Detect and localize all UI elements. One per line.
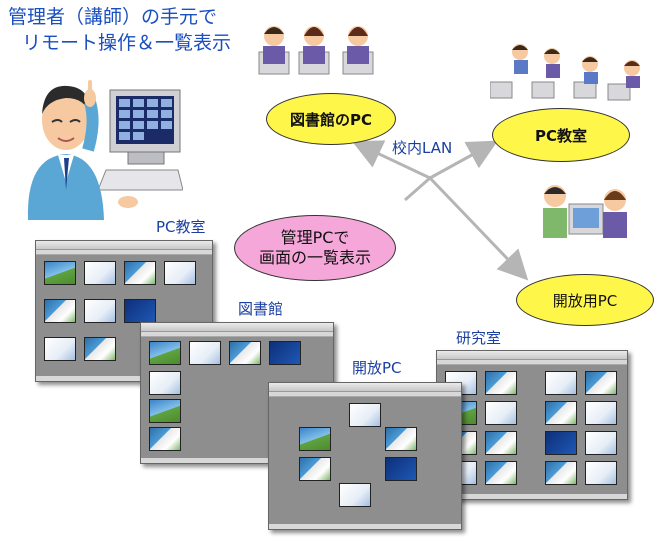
screen-thumbnail[interactable] xyxy=(485,431,517,455)
screen-thumbnail[interactable] xyxy=(84,337,116,361)
screen-thumbnail[interactable] xyxy=(149,399,181,423)
screen-thumbnail[interactable] xyxy=(485,401,517,425)
window-label-open-pc: 開放PC xyxy=(352,359,402,377)
screen-thumbnail[interactable] xyxy=(299,427,331,451)
screen-thumbnail[interactable] xyxy=(485,371,517,395)
screen-thumbnail[interactable] xyxy=(349,403,381,427)
screen-thumbnail[interactable] xyxy=(299,457,331,481)
admin-pc-line-2: 画面の一覧表示 xyxy=(258,248,371,267)
open-pc-screen-window xyxy=(268,382,462,530)
screen-thumbnail[interactable] xyxy=(585,371,617,395)
screen-thumbnail[interactable] xyxy=(485,461,517,485)
pc-room-label: PC教室 xyxy=(534,126,587,145)
arrow-trunk xyxy=(404,176,431,202)
admin-illustration xyxy=(27,80,183,220)
lab-screen-window xyxy=(436,350,628,500)
arrow-to-open-pc xyxy=(428,176,529,281)
library-pc-node: 図書館のPC xyxy=(266,93,396,145)
library-pc-label: 図書館のPC xyxy=(289,110,372,129)
screen-thumbnail[interactable] xyxy=(149,427,181,451)
title-line-2: リモート操作＆一覧表示 xyxy=(22,32,232,54)
screen-thumbnail[interactable] xyxy=(189,341,221,365)
open-pc-label: 開放用PC xyxy=(552,291,618,310)
screen-thumbnail[interactable] xyxy=(149,371,181,395)
window-label-lab: 研究室 xyxy=(456,329,502,347)
open-pc-node: 開放用PC xyxy=(516,274,654,326)
admin-pc-line-1: 管理PCで xyxy=(280,228,350,247)
screen-thumbnail[interactable] xyxy=(545,371,577,395)
screen-thumbnail[interactable] xyxy=(84,299,116,323)
admin-pc-node: 管理PCで 画面の一覧表示 xyxy=(234,215,396,281)
screen-thumbnail[interactable] xyxy=(44,299,76,323)
pc-room-users-illustration xyxy=(490,44,640,101)
screen-thumbnail[interactable] xyxy=(124,299,156,323)
screen-thumbnail[interactable] xyxy=(149,341,181,365)
open-pc-users-illustration xyxy=(543,185,627,238)
page-title: 管理者（講師）の手元で リモート操作＆一覧表示 xyxy=(8,4,231,56)
screen-thumbnail[interactable] xyxy=(385,457,417,481)
screen-thumbnail[interactable] xyxy=(229,341,261,365)
library-users-illustration xyxy=(258,26,374,75)
screen-thumbnail[interactable] xyxy=(545,431,577,455)
title-line-1: 管理者（講師）の手元で xyxy=(8,6,218,28)
screen-thumbnail[interactable] xyxy=(44,261,76,285)
arrow-to-pc-room xyxy=(429,140,498,180)
pc-room-node: PC教室 xyxy=(492,108,630,162)
screen-thumbnail[interactable] xyxy=(339,483,371,507)
window-label-pc-room: PC教室 xyxy=(156,218,206,236)
screen-thumbnail[interactable] xyxy=(585,401,617,425)
screen-thumbnail[interactable] xyxy=(164,261,196,285)
screen-thumbnail[interactable] xyxy=(585,431,617,455)
network-label: 校内LAN xyxy=(392,139,453,157)
screen-thumbnail[interactable] xyxy=(585,461,617,485)
screen-thumbnail[interactable] xyxy=(545,461,577,485)
screen-thumbnail[interactable] xyxy=(84,261,116,285)
window-label-library: 図書館 xyxy=(238,300,284,318)
screen-thumbnail[interactable] xyxy=(269,341,301,365)
screen-thumbnail[interactable] xyxy=(44,337,76,361)
arrow-to-library xyxy=(351,140,431,180)
screen-thumbnail[interactable] xyxy=(124,261,156,285)
screen-thumbnail[interactable] xyxy=(385,427,417,451)
screen-thumbnail[interactable] xyxy=(545,401,577,425)
